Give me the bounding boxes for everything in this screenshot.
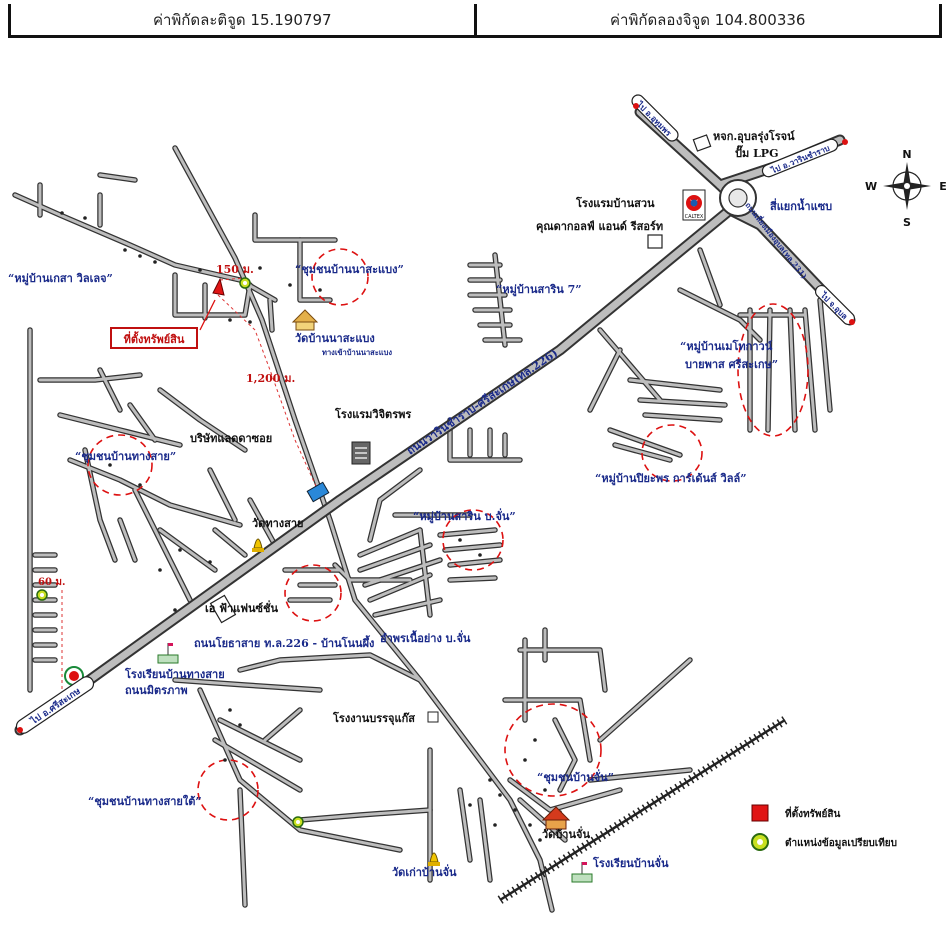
ladda-building bbox=[306, 481, 330, 503]
resort-label-1: โรงแรมบ้านสวน bbox=[575, 196, 655, 210]
distance-path-1200 bbox=[217, 294, 321, 496]
wat-banchan-label: วัดบ้านจั่น bbox=[542, 826, 590, 841]
hotel-wijitporn-label: โรงแรมวิจิตรพร bbox=[334, 407, 411, 421]
road-mittraphap-label: ถนนมิตรภาพ bbox=[125, 684, 188, 697]
longitude-cell: ค่าพิกัดลองจิจูด 104.800336 bbox=[476, 4, 942, 38]
village-piyaporn-label: “หมู่บ้านปิยะพร การ์เด้นส์ วิลล์” bbox=[595, 472, 747, 486]
lpg-label: ปั๊ม LPG bbox=[735, 145, 778, 160]
railway-line bbox=[497, 716, 788, 904]
comparable-marker-3 bbox=[292, 816, 304, 828]
distance-path-150 bbox=[219, 277, 246, 281]
dist-1200-label: 1,200 ม. bbox=[246, 372, 295, 385]
highway-226-label: ถนนวารินชำราบ-ศรีสะเกษ(ทล.226) bbox=[404, 347, 560, 458]
stupa-old-banchan-icon bbox=[428, 852, 440, 866]
circle-west-soi bbox=[284, 564, 342, 622]
landmarks bbox=[209, 134, 712, 723]
village-metha-label-2: บายพาส ศรีสะเกษ” bbox=[685, 358, 778, 371]
map-legend: ที่ตั้งทรัพย์สิน ตำแหน่งข้อมูลเปรียบเทีย… bbox=[751, 804, 897, 851]
resort-building bbox=[647, 234, 663, 249]
school-thangsai-label: โรงเรียนบ้านทางสาย bbox=[124, 667, 225, 681]
village-kesa-label: “หมู่บ้านเกสา วิลเลจ” bbox=[8, 272, 113, 286]
compass-s: S bbox=[903, 216, 911, 229]
village-metha-label: “หมู่บ้านเมโทกาวน์ bbox=[680, 339, 773, 354]
place-labels: “หมู่บ้านเกสา วิลเลจ” “ชุมชนบ้านนาสะแบง”… bbox=[8, 129, 832, 879]
temple-nasabaeng-icon bbox=[291, 309, 319, 331]
school-banchan-icon bbox=[571, 862, 593, 883]
latitude-cell: ค่าพิกัดละติจูด 15.190797 bbox=[8, 4, 477, 38]
community-thangsai-label: “ชุมชนบ้านทางสาย” bbox=[75, 450, 176, 464]
wat-thangsai-label: วัดทางสาย bbox=[252, 517, 303, 530]
circle-thangsai-south bbox=[197, 759, 259, 821]
ef-store-label: เอ ฟ้าแฟนซ์ชั่น bbox=[205, 600, 278, 615]
circle-piyaporn bbox=[641, 424, 703, 482]
circle-banchan bbox=[504, 703, 602, 797]
property-location-label: ที่ตั้งทรัพย์สิน bbox=[124, 331, 185, 346]
company-ladda-label: บริษัทแลดดาซอย bbox=[190, 432, 272, 445]
temple-banchan-icon bbox=[541, 806, 571, 830]
comparable-markers bbox=[36, 277, 304, 828]
legend-comparable-label: ตำแหน่งข้อมูลเปรียบเทียบ bbox=[785, 837, 897, 850]
dist-60-label: 60 ม. bbox=[38, 577, 65, 588]
comparable-marker-2 bbox=[36, 589, 48, 601]
school-thangsai-icon bbox=[157, 643, 179, 664]
compass-n: N bbox=[902, 148, 911, 161]
building-dots bbox=[60, 211, 562, 842]
stupa-thangsai-icon bbox=[252, 538, 264, 552]
circle-sarin-banchan bbox=[442, 509, 504, 571]
compass-rose: N S E W bbox=[865, 148, 947, 229]
road-thangsai-label: ถนนโยธาสาย ท.ล.226 - บ้านโนนผึ้ง bbox=[194, 635, 374, 650]
caltex-logo: CALTEX bbox=[682, 189, 706, 221]
coordinate-header: ค่าพิกัดละติจูด 15.190797 ค่าพิกัดลองจิจ… bbox=[8, 4, 942, 38]
factory-label: โรงงานบรรจุแก๊ส bbox=[332, 711, 415, 726]
wat-old-banchan-label: วัดเก่าบ้านจั่น bbox=[392, 864, 457, 879]
property-marker[interactable]: ที่ตั้งทรัพย์สิน bbox=[110, 277, 225, 349]
road-nasabaeng-label: ทางเข้าบ้านนาสะแบง bbox=[322, 348, 392, 357]
resort-label-2: คุณดากอลฟ์ แอนด์ รีสอร์ท bbox=[536, 220, 663, 234]
village-sarin7-label: “หมู่บ้านสาริน 7” bbox=[496, 283, 582, 297]
temple-icons bbox=[252, 309, 571, 866]
community-circles bbox=[87, 248, 809, 821]
hj-ubon-building bbox=[692, 134, 712, 152]
compass-e: E bbox=[939, 180, 947, 193]
wat-nasabaeng-label: วัดบ้านนาสะแบง bbox=[295, 332, 375, 345]
svg-text:CALTEX: CALTEX bbox=[685, 214, 704, 220]
compass-w: W bbox=[865, 180, 877, 193]
junction-label: สี่แยกน้ำแซบ bbox=[770, 198, 832, 213]
comparable-marker-1 bbox=[239, 277, 251, 289]
ef-store-building bbox=[209, 594, 237, 624]
community-thangsai-south-label: “ชุมชนบ้านทางสายใต้” bbox=[88, 794, 202, 809]
circle-thangsai bbox=[87, 434, 153, 496]
community-banchan-label: “ชุมชนบ้านจั่น” bbox=[537, 769, 614, 785]
circle-metha bbox=[737, 303, 809, 437]
pharmacy-label: อำพรเนื้อย่าง บ.จั่น bbox=[380, 630, 471, 645]
school-icons bbox=[157, 643, 593, 883]
dist-150-label: 150 ม. bbox=[216, 263, 254, 276]
factory-building bbox=[427, 711, 439, 723]
school-banchan-label: โรงเรียนบ้านจั่น bbox=[592, 855, 669, 870]
hj-ubon-label: หจก.อุบลรุ่งโรจน์ bbox=[713, 129, 795, 144]
to-sisaket-label: ไป อ.ศรีสะเกษ bbox=[28, 685, 83, 728]
legend-property-swatch bbox=[751, 804, 769, 822]
community-nasabaeng-label: “ชุมชนบ้านนาสะแบง” bbox=[295, 263, 404, 277]
circle-nasabaeng bbox=[311, 248, 369, 306]
legend-property-label: ที่ตั้งทรัพย์สิน bbox=[785, 806, 840, 820]
village-sarin-banchan-label: “หมู่บ้านสาริน บ.จั่น” bbox=[413, 508, 516, 524]
